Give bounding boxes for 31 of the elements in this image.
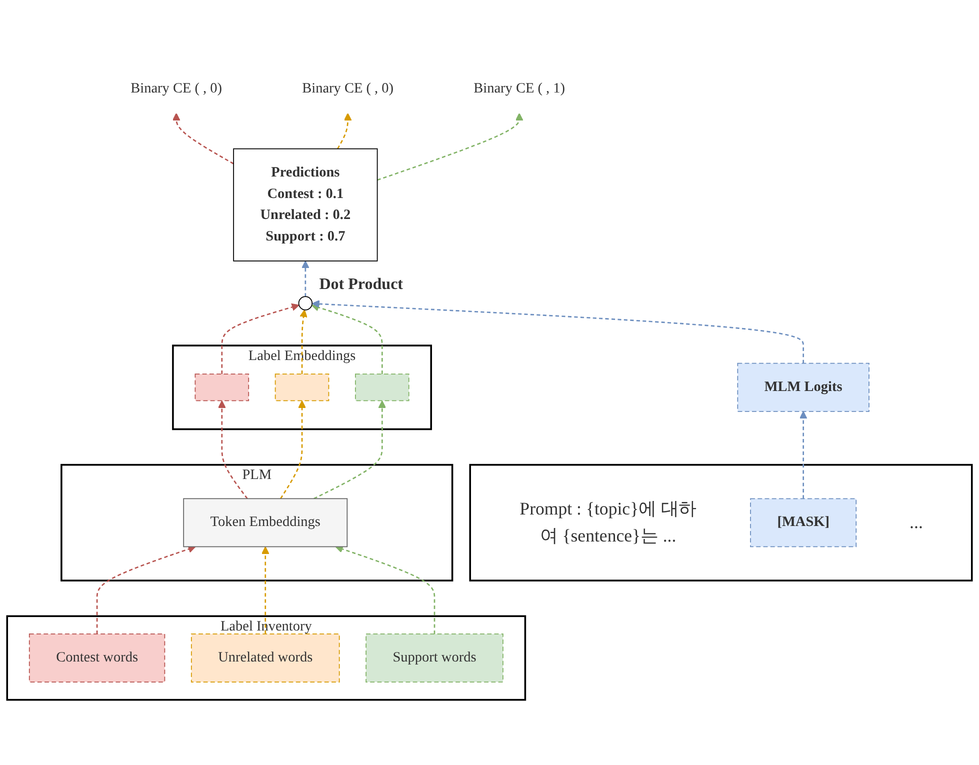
arrow <box>312 300 804 364</box>
arrow <box>280 400 306 500</box>
node-text: Binary CE ( , 1) <box>474 81 566 96</box>
node-label: Dot Product <box>319 276 404 294</box>
cluster: Label Embeddings <box>172 344 432 430</box>
node-circle <box>298 296 313 310</box>
node-bar <box>355 374 410 402</box>
arrow <box>96 545 196 634</box>
node-box: Token Embeddings <box>183 498 348 548</box>
node-bar <box>194 374 250 402</box>
arrow <box>172 112 234 164</box>
node-box: Unrelated words <box>190 634 340 682</box>
arrow <box>311 304 383 374</box>
node-box: Support words <box>366 634 504 682</box>
arrow <box>300 310 308 374</box>
node-box: [MASK] <box>750 498 857 548</box>
node-bar <box>274 374 330 402</box>
node-box: MLM Logits <box>737 362 870 412</box>
node-text: Binary CE ( , 0) <box>130 81 222 96</box>
arrow <box>302 260 310 297</box>
arrow <box>314 400 386 500</box>
arrow <box>218 400 248 500</box>
node-text: Binary CE ( , 0) <box>302 81 394 96</box>
arrow <box>335 545 436 634</box>
arrow <box>337 112 352 150</box>
node-box: Predictions Contest : 0.1 Unrelated : 0.2 Support : 0.7 <box>233 148 378 262</box>
arrow <box>221 303 300 374</box>
arrow <box>261 546 270 634</box>
arrow <box>377 112 524 181</box>
arrow <box>799 411 808 499</box>
node-box: Contest words <box>28 634 166 682</box>
